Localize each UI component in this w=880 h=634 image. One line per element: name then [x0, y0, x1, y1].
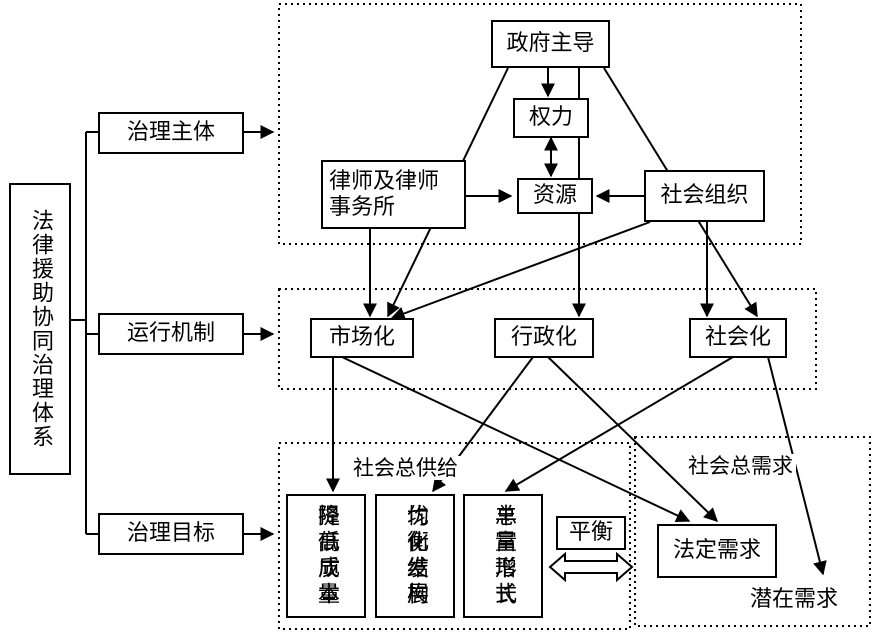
lawyers-label: 律师及律师事务所	[329, 168, 440, 220]
lawyers-node: 律师及律师事务所	[321, 160, 466, 229]
market-node: 市场化	[310, 318, 414, 358]
legal-demand-node: 法定需求	[657, 524, 777, 578]
balance-node: 平衡	[556, 516, 626, 550]
social-org-node: 社会组织	[644, 170, 765, 222]
mechanism-region	[278, 288, 817, 390]
demand-region	[634, 436, 871, 627]
branch-goal: 治理目标	[98, 513, 244, 555]
root-label: 法律援助协同治理体系	[28, 209, 53, 449]
market-label: 市场化	[328, 325, 395, 350]
total-box: 丰富形式 总量增长	[463, 494, 543, 618]
government-node: 政府主导	[491, 20, 610, 68]
structure-col-balance: 均衡发展	[403, 504, 428, 608]
arrow-market-legal	[341, 356, 691, 522]
total-col-growth: 总量增长	[491, 504, 516, 608]
root-bracket	[70, 131, 98, 535]
cost-quality-box: 提高质量 降低成本	[286, 494, 366, 618]
resources-label: 资源	[532, 183, 577, 208]
cost-col-cost: 降低成本	[314, 504, 339, 608]
branch-mechanism: 运行机制	[98, 313, 244, 355]
arrow-social-total	[504, 356, 734, 492]
social-label: 社会化	[704, 325, 771, 350]
total-col-forms: 丰富形式	[491, 504, 516, 608]
social-node: 社会化	[689, 318, 787, 358]
government-label: 政府主导	[506, 31, 595, 56]
admin-node: 行政化	[494, 318, 594, 358]
structure-box: 均衡发展 优化结构	[375, 494, 455, 618]
power-label: 权力	[528, 105, 573, 130]
resources-node: 资源	[517, 178, 593, 214]
demand-title: 社会总需求	[685, 454, 796, 478]
arrow-org-market	[390, 221, 651, 321]
supply-region	[278, 442, 631, 630]
branch-subject: 治理主体	[98, 112, 244, 154]
structure-col-optimize: 优化结构	[403, 504, 428, 608]
branch-subject-label: 治理主体	[126, 120, 215, 145]
supply-title: 社会总供给	[350, 456, 461, 480]
branch-mechanism-label: 运行机制	[126, 321, 215, 346]
admin-label: 行政化	[510, 325, 577, 350]
branch-goal-label: 治理目标	[126, 521, 215, 546]
cost-col-quality: 提高质量	[314, 504, 339, 608]
potential-demand-label: 潜在需求	[747, 588, 842, 612]
social-org-label: 社会组织	[660, 183, 749, 208]
subject-region	[278, 3, 802, 245]
power-node: 权力	[513, 98, 589, 138]
arrow-admin-legal	[547, 356, 719, 522]
legal-demand-label: 法定需求	[672, 538, 761, 563]
balance-arrow	[548, 551, 634, 583]
balance-label: 平衡	[568, 520, 613, 545]
root-box: 法律援助协同治理体系	[9, 183, 71, 475]
